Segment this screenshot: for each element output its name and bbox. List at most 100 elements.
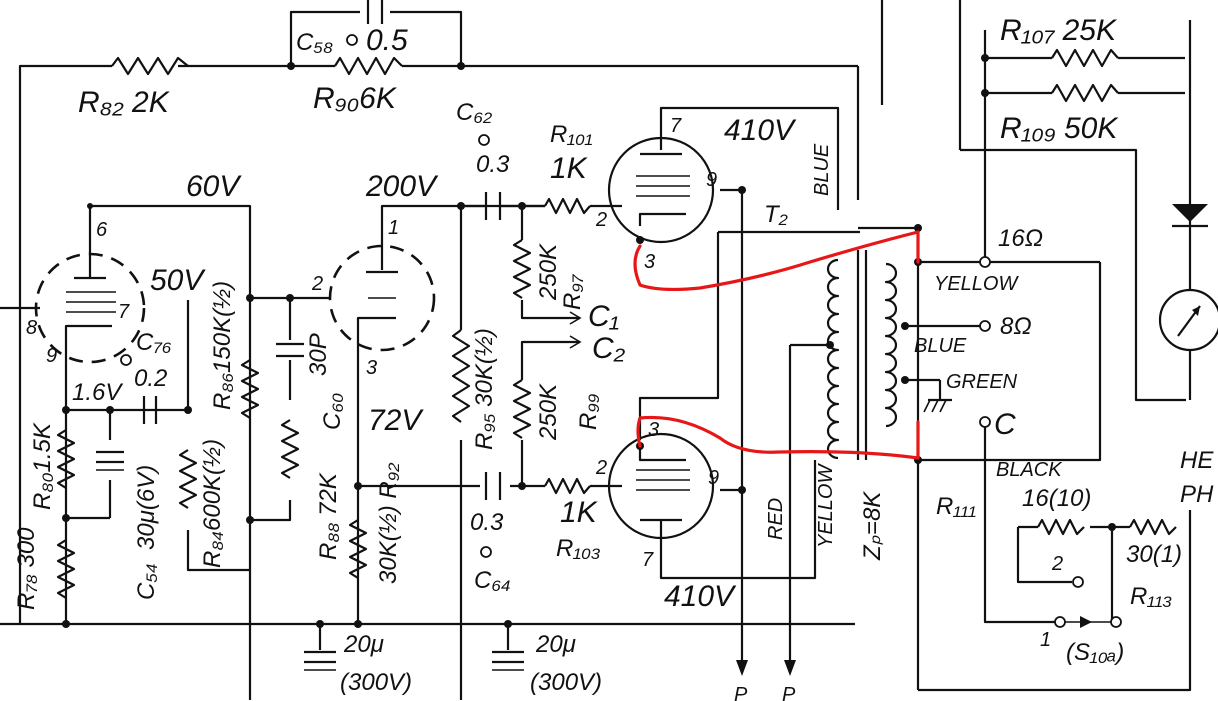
resistor-r111: [1037, 518, 1085, 536]
meter: [1158, 288, 1218, 352]
label-c64-val: 0.3: [470, 509, 504, 536]
red-markup: [633, 230, 920, 460]
resistor-r113: [1129, 518, 1177, 536]
label-r101: R₁₀₁: [550, 121, 593, 148]
tube-v2: [328, 244, 436, 352]
label-8ohm: 8Ω: [1000, 313, 1032, 340]
label-c62-val: 0.3: [476, 151, 510, 178]
resistor-c60-series: [280, 419, 300, 479]
label-sw-pos1: 1: [1040, 629, 1051, 651]
resistor-r80: [56, 429, 76, 489]
label-zp: Zₚ=8K: [859, 491, 886, 561]
label-r109: R₁₀₉ 50K: [1000, 112, 1119, 145]
label-c62: C₆₂: [456, 99, 492, 126]
label-c76: C₇₆: [136, 329, 172, 356]
label-ph: PH: [1180, 481, 1214, 508]
label-yellow-right: YELLOW: [934, 273, 1019, 295]
resistor-r95: [451, 329, 471, 423]
label-red-bottom: RED: [765, 498, 787, 540]
tube-v4: [607, 432, 715, 540]
label-cap-a-v: (300V): [340, 669, 412, 696]
resistor-r103: [544, 477, 591, 495]
resistor-r86: [240, 359, 260, 419]
resistor-r107: [1051, 48, 1119, 68]
label-c58-val: 0.5: [366, 24, 408, 57]
label-r82: R₈₂ 2K: [78, 86, 171, 119]
diode: [1172, 204, 1208, 228]
resistors: [56, 48, 1177, 599]
label-r99-val: 250K: [535, 383, 562, 441]
label-r103: R₁₀₃: [556, 535, 601, 562]
label-r84: R₈₄600K(½): [199, 439, 226, 568]
label-cap-b-v: (300V): [530, 669, 602, 696]
label-black: BLACK: [996, 459, 1063, 481]
label-p1: P: [734, 684, 748, 701]
label-c60: C₆₀: [319, 393, 346, 430]
label-r101-val: 1K: [550, 152, 589, 185]
label-r103-val: 1K: [560, 496, 599, 529]
label-1-6v: 1.6V: [72, 379, 123, 406]
label-r90: R₉₀6K: [313, 82, 398, 115]
pin-7t: 7: [670, 115, 682, 137]
tube-v3: [607, 136, 715, 244]
label-blue-top: BLUE: [811, 143, 833, 196]
pin-2a: 2: [311, 273, 323, 295]
label-r78: R₇₈ 300: [13, 527, 40, 610]
label-r107: R₁₀₇ 25K: [1000, 14, 1118, 47]
capacitor-20u-a: [304, 650, 336, 671]
transformer-t2: [826, 250, 952, 460]
label-r92: 30K(½) R₉₂: [375, 463, 402, 584]
pin-1: 1: [388, 217, 399, 239]
label-c64: C₆₄: [474, 567, 511, 594]
label-cap-b: 20μ: [535, 631, 576, 658]
label-yellow-bottom: YELLOW: [815, 463, 837, 548]
label-200v: 200V: [365, 170, 439, 203]
pin-9t: 9: [706, 169, 717, 191]
resistor-r97: [512, 239, 532, 299]
resistor-r92: [348, 519, 368, 579]
pin-3t: 3: [644, 251, 655, 273]
pin-3b: 3: [648, 419, 659, 441]
label-c76-val: 0.2: [134, 365, 167, 392]
label-r99: R₉₉: [575, 394, 602, 430]
resistor-r90: [334, 56, 403, 76]
resistor-r82: [111, 56, 189, 76]
label-he: HE: [1180, 447, 1214, 474]
label-t2: T₂: [764, 201, 788, 228]
label-c58: C₅₈: [296, 29, 333, 56]
label-r95: R₉₅ 30K(½): [471, 328, 498, 450]
labels: R₈₂ 2K C₅₈ 0.5 R₉₀6K R₁₀₇ 25K R₁₀₉ 50K C…: [13, 14, 1214, 701]
red-trace-bottom: [636, 415, 920, 460]
pin-3a: 3: [366, 357, 377, 379]
resistor-r99: [512, 379, 532, 439]
label-c-term: C: [994, 408, 1016, 441]
resistor-r101: [544, 197, 591, 215]
resistor-r84: [178, 449, 198, 509]
capacitor-c62: [461, 192, 545, 220]
capacitor-c64: [484, 472, 502, 500]
capacitor-20u-b: [492, 650, 524, 671]
resistor-r109: [1051, 83, 1119, 103]
label-s10a: (S₁₀ₐ): [1066, 639, 1124, 666]
capacitor-c76: [142, 396, 158, 424]
label-r111-val: 16(10): [1022, 485, 1091, 512]
ground-symbol: [923, 398, 952, 413]
capacitor-c60: [276, 342, 304, 358]
label-r113-val: 30(1): [1126, 541, 1182, 568]
label-r97-val: 250K: [535, 243, 562, 301]
label-blue-right: BLUE: [914, 335, 967, 357]
pin-9a: 9: [46, 345, 57, 367]
label-r111: R₁₁₁: [936, 493, 976, 520]
label-p2: P: [782, 684, 796, 701]
pin-9b: 9: [708, 467, 719, 489]
label-green: GREEN: [946, 371, 1018, 393]
pin-7b: 7: [642, 549, 654, 571]
label-410v-top: 410V: [724, 114, 797, 147]
label-r86: R₈₆150K(½): [209, 281, 236, 410]
tube-v1: [34, 252, 146, 364]
label-r88: R₈₈ 72K: [315, 472, 342, 560]
capacitor-c58: [366, 0, 384, 24]
label-r113: R₁₁₃: [1130, 583, 1172, 610]
label-sw-pos2: 2: [1051, 553, 1063, 575]
label-50v: 50V: [150, 264, 206, 297]
